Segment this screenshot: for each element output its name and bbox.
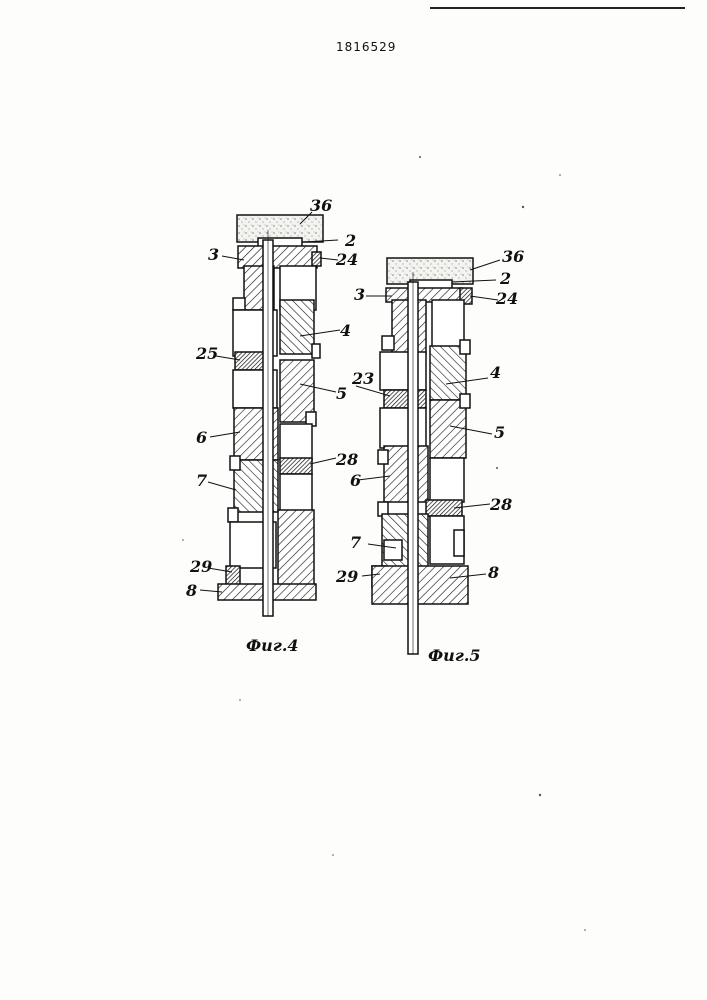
fig5-label-23: 23 bbox=[351, 369, 374, 388]
fig5-label-8: 8 bbox=[487, 563, 499, 582]
fig4-part-4 bbox=[280, 300, 314, 354]
fig4-label-7: 7 bbox=[196, 471, 207, 490]
fig4-label-4: 4 bbox=[340, 321, 351, 340]
fig5-label-7: 7 bbox=[350, 533, 361, 552]
fig4-part-28 bbox=[280, 458, 312, 474]
fig4-label-5: 5 bbox=[336, 384, 347, 403]
fig4-label-28: 28 bbox=[335, 450, 358, 469]
fig4-part-24 bbox=[312, 252, 321, 266]
fig4-label-3: 3 bbox=[208, 245, 219, 264]
fig5-label-24: 24 bbox=[495, 289, 518, 308]
fig5-part-6 bbox=[384, 446, 428, 502]
fig4-label-25: 25 bbox=[195, 344, 218, 363]
figure-4-drawing bbox=[218, 215, 323, 616]
fig5-label-5: 5 bbox=[494, 423, 505, 442]
fig4-part-29 bbox=[226, 566, 240, 586]
fig5-label-3: 3 bbox=[354, 285, 365, 304]
fig4-label-36: 36 bbox=[310, 196, 332, 215]
figure-5-drawing bbox=[372, 258, 473, 654]
fig4-label-29: 29 bbox=[189, 557, 212, 576]
fig5-part-23 bbox=[384, 390, 426, 408]
figure-5-caption: Фиг.5 bbox=[428, 646, 481, 665]
figure-4-caption: Фиг.4 bbox=[246, 636, 299, 655]
fig5-part-8 bbox=[372, 566, 468, 604]
fig4-part-3 bbox=[238, 246, 317, 268]
fig5-label-4: 4 bbox=[490, 363, 501, 382]
fig5-label-36: 36 bbox=[502, 247, 524, 266]
fig4-label-8: 8 bbox=[185, 581, 197, 600]
fig4-label-24: 24 bbox=[335, 250, 358, 269]
fig5-label-2: 2 bbox=[499, 269, 511, 288]
fig5-label-6: 6 bbox=[350, 471, 361, 490]
fig4-label-2: 2 bbox=[344, 231, 356, 250]
fig5-label-28: 28 bbox=[489, 495, 512, 514]
fig4-label-6: 6 bbox=[196, 428, 207, 447]
fig5-label-29: 29 bbox=[335, 567, 358, 586]
fig4-part-lower bbox=[278, 510, 314, 590]
